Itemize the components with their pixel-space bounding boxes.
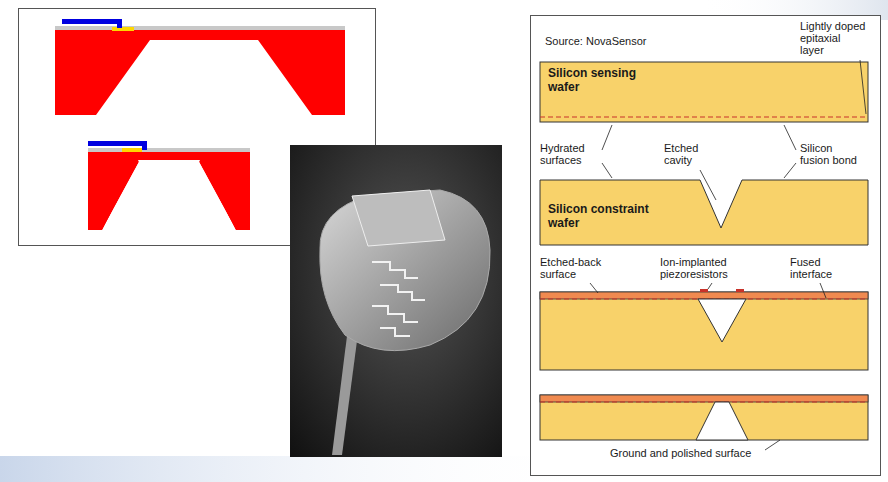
part-label: Etched-back surface <box>540 256 602 280</box>
wafer-name: Silicon sensing wafer <box>548 66 658 94</box>
sensing-wafer <box>540 62 868 122</box>
part-label: Silicon fusion bond <box>800 142 862 166</box>
part-label: Fused interface <box>790 256 844 280</box>
silicon-substrate <box>88 152 250 230</box>
wafer-label-box: Silicon constraint wafer <box>548 202 668 230</box>
sensor-chip <box>352 190 445 246</box>
part-label: Hydrated surfaces <box>540 142 600 166</box>
epitaxial-layer <box>540 116 868 117</box>
constraint-wafer <box>540 180 868 245</box>
wafer-label-box: Silicon sensing wafer <box>548 66 658 94</box>
fused-interface-line <box>540 402 868 403</box>
piezoresistor <box>122 148 142 152</box>
silicon-substrate <box>88 152 250 230</box>
membrane-layer <box>55 26 345 30</box>
piezoresistor <box>700 289 708 292</box>
wafer-name: Silicon constraint wafer <box>548 202 668 230</box>
metal-contact <box>62 19 122 24</box>
bonded-wafer <box>540 292 868 370</box>
membrane-layer <box>88 148 250 152</box>
part-label: Etched cavity <box>664 142 714 166</box>
part-label: Ground and polished surface <box>610 447 751 459</box>
part-label: Ion-implanted piezoresistors <box>660 256 750 280</box>
cavity <box>698 299 746 342</box>
metal-contact <box>142 141 147 150</box>
metal-contact <box>117 19 122 28</box>
sensing-layer <box>540 292 868 299</box>
metal-contact <box>88 141 147 146</box>
silicon-substrate <box>88 152 250 230</box>
piezoresistor <box>736 289 744 292</box>
background-bar <box>0 456 600 482</box>
finished-wafer <box>540 395 868 440</box>
sensing-layer <box>540 395 868 402</box>
silicon-substrate <box>55 30 345 115</box>
panel-frame <box>531 16 881 476</box>
chip-pattern <box>372 262 425 336</box>
leader-line <box>590 60 866 450</box>
part-label: Lightly doped epitaxial layer <box>800 20 866 56</box>
sensor-head <box>320 190 490 351</box>
cavity <box>696 402 748 440</box>
cavity <box>138 160 200 230</box>
source-note: Source: NovaSensor <box>545 35 647 47</box>
piezoresistor <box>112 27 134 31</box>
photo <box>290 145 502 457</box>
